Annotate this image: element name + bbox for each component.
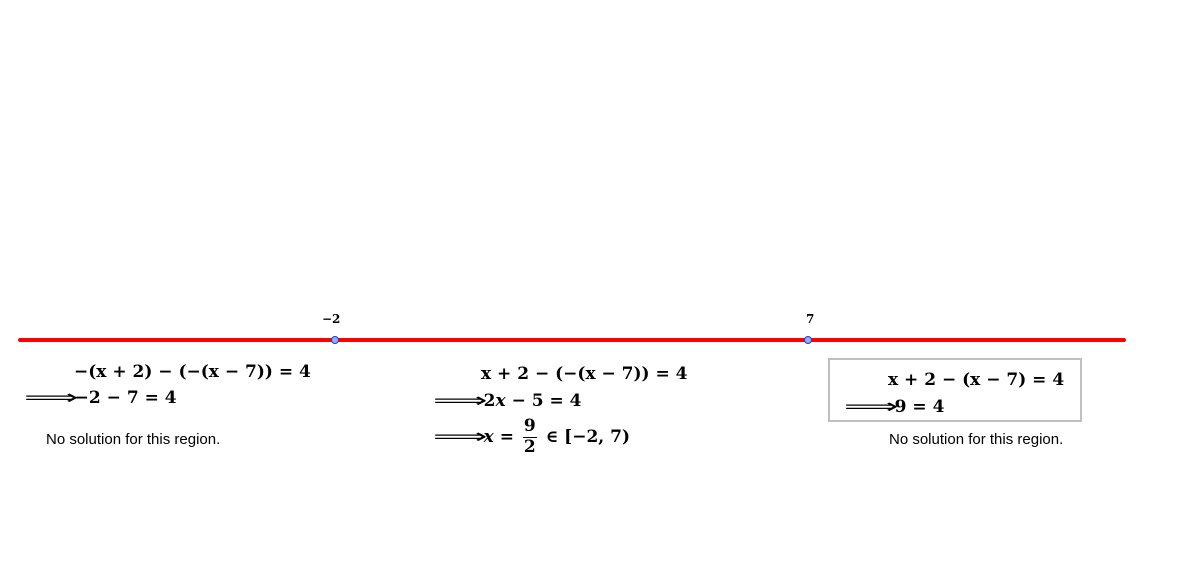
tick-label-7: 7: [806, 312, 815, 326]
number-line: [18, 338, 1126, 342]
left-no-solution-note: No solution for this region.: [46, 431, 221, 448]
middle-equation-1: x + 2 − (−(x − 7)) = 4: [481, 364, 688, 384]
implies-icon: ⟹: [433, 388, 488, 412]
tick-label-minus-2: −2: [322, 312, 341, 326]
right-solution-box: [828, 358, 1082, 422]
point-7[interactable]: [804, 336, 812, 344]
fraction-nine-halves: 9 2: [522, 416, 537, 457]
middle-equation-3: ⟹x = 9 2 ∈ [−2, 7): [433, 416, 630, 457]
implies-icon: ⟹: [433, 423, 488, 448]
implies-icon: ⟹: [24, 385, 79, 409]
left-equation-2: ⟹−2 − 7 = 4: [24, 385, 177, 409]
right-equation-1: x + 2 − (x − 7) = 4: [888, 370, 1065, 390]
right-no-solution-note: No solution for this region.: [889, 431, 1064, 448]
middle-equation-2: ⟹2x − 5 = 4: [433, 388, 582, 412]
right-equation-2: ⟹9 = 4: [844, 394, 945, 418]
left-equation-1: −(x + 2) − (−(x − 7)) = 4: [74, 362, 311, 382]
point-minus-2[interactable]: [331, 336, 339, 344]
implies-icon: ⟹: [844, 394, 899, 418]
